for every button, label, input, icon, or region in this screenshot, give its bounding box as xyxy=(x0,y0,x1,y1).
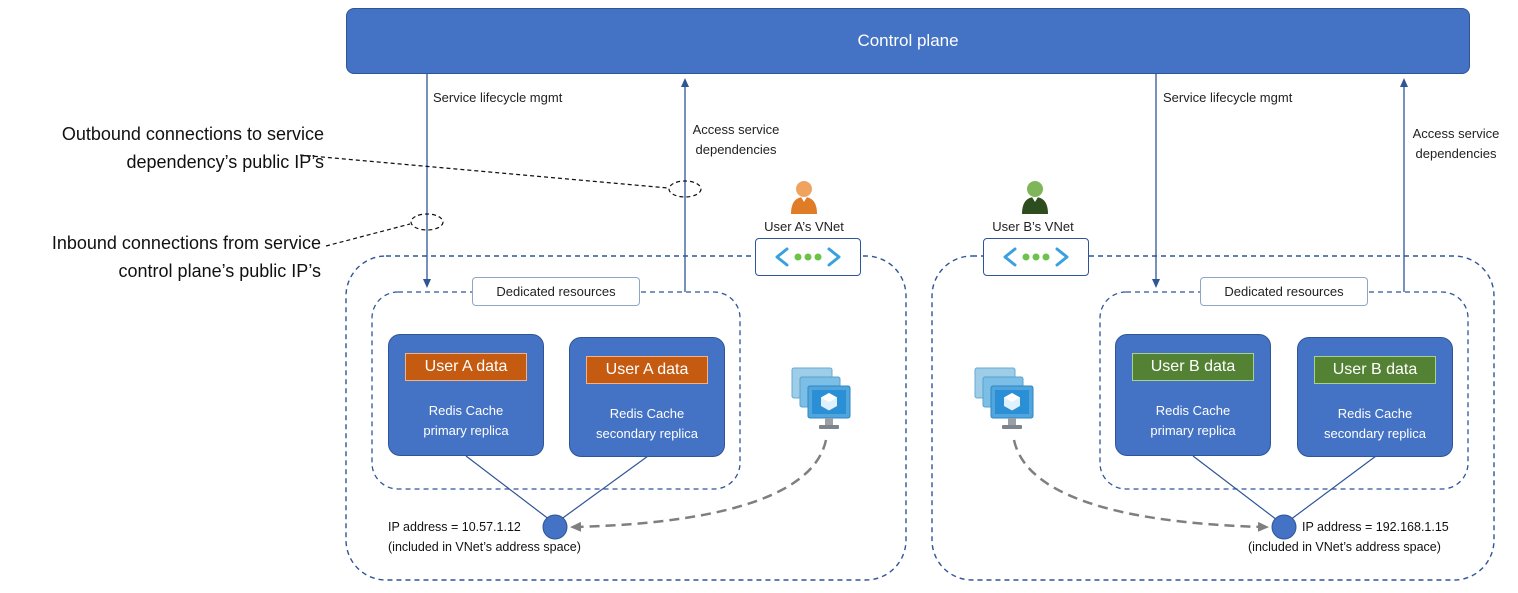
ip-address-b-line2: (included in VNet’s address space) xyxy=(1248,540,1441,554)
dependencies-label-a-line2: dependencies xyxy=(695,142,777,157)
dependencies-label-b: Access service dependencies xyxy=(1396,124,1516,164)
redis-primary-a-line1: Redis Cache xyxy=(428,403,504,418)
dedicated-resources-a-label: Dedicated resources xyxy=(472,277,640,306)
redis-secondary-replica-b: User B data Redis Cache secondary replic… xyxy=(1297,337,1453,457)
redis-secondary-b-line1: Redis Cache xyxy=(1337,406,1413,421)
user-a-data-chip: User A data xyxy=(586,356,708,384)
vnet-b-badge xyxy=(983,238,1089,276)
redis-primary-replica-b: User B data Redis Cache primary replica xyxy=(1115,334,1271,456)
redis-secondary-replica-a: User A data Redis Cache secondary replic… xyxy=(569,337,725,457)
ip-endpoint-a xyxy=(542,514,568,540)
dedicated-resources-b-label: Dedicated resources xyxy=(1200,277,1368,306)
redis-secondary-b-label: Redis Cache secondary replica xyxy=(1298,404,1452,444)
control-plane: Control plane xyxy=(346,8,1470,74)
link-b-secondary xyxy=(1289,455,1377,521)
redis-primary-a-line2: primary replica xyxy=(423,423,509,438)
dependencies-label-a: Access service dependencies xyxy=(676,120,796,160)
redis-secondary-a-label: Redis Cache secondary replica xyxy=(570,404,724,444)
redis-primary-b-line2: primary replica xyxy=(1150,423,1236,438)
vnet-a-badge xyxy=(755,238,861,276)
redis-secondary-b-line2: secondary replica xyxy=(1324,426,1426,441)
outbound-note: Outbound connections to service dependen… xyxy=(62,120,324,176)
outbound-note-line1: Outbound connections to service xyxy=(61,124,324,144)
ip-address-a-line1: IP address = 10.57.1.12 xyxy=(388,520,521,534)
dependencies-label-b-line2: dependencies xyxy=(1415,146,1497,161)
outbound-leader-line xyxy=(299,154,669,189)
redis-primary-b-label: Redis Cache primary replica xyxy=(1116,401,1270,441)
outbound-note-line2: dependency’s public IP’s xyxy=(126,152,324,172)
dependencies-label-b-line1: Access service xyxy=(1412,126,1500,141)
vnet-b-boundary xyxy=(931,255,1495,581)
inbound-ellipse xyxy=(410,213,444,231)
user-a-data-chip: User A data xyxy=(405,353,527,381)
vnet-b-title: User B’s VNet xyxy=(992,219,1074,234)
user-b-data-chip: User B data xyxy=(1132,353,1254,381)
ip-address-b-label: IP address = 192.168.1.15 (included in V… xyxy=(1248,517,1470,557)
user-green-icon xyxy=(1022,181,1048,214)
user-orange-icon xyxy=(791,181,817,214)
vm-traffic-arrow-b xyxy=(1012,439,1269,532)
redis-primary-b-line1: Redis Cache xyxy=(1155,403,1231,418)
inbound-note: Inbound connections from service control… xyxy=(52,229,321,285)
link-a-secondary xyxy=(559,455,649,521)
redis-secondary-a-line1: Redis Cache xyxy=(609,406,685,421)
redis-secondary-a-line2: secondary replica xyxy=(596,426,698,441)
inbound-note-line1: Inbound connections from service xyxy=(51,233,321,253)
outbound-ellipse xyxy=(668,180,702,198)
user-b-data-chip: User B data xyxy=(1314,356,1436,384)
lifecycle-label-a: Service lifecycle mgmt xyxy=(433,90,563,105)
vnet-a-boundary xyxy=(345,255,907,581)
vnet-connector-icon xyxy=(775,247,841,267)
vm-traffic-arrow-a xyxy=(570,439,828,532)
redis-primary-a-label: Redis Cache primary replica xyxy=(389,401,543,441)
link-b-primary xyxy=(1192,455,1278,521)
vnet-a-title: User A’s VNet xyxy=(764,219,844,234)
virtual-machines-icon-a xyxy=(791,367,851,429)
ip-endpoint-b xyxy=(1271,514,1297,540)
ip-address-a-line2: (included in VNet’s address space) xyxy=(388,540,581,554)
virtual-machines-icon-b xyxy=(974,367,1034,429)
link-a-primary xyxy=(465,455,551,521)
ip-address-a-label: IP address = 10.57.1.12 (included in VNe… xyxy=(388,517,581,557)
ip-address-b-line1: IP address = 192.168.1.15 xyxy=(1302,520,1449,534)
inbound-note-line2: control plane’s public IP’s xyxy=(118,261,321,281)
control-plane-label: Control plane xyxy=(857,31,959,50)
vnet-connector-icon xyxy=(1003,247,1069,267)
lifecycle-label-b: Service lifecycle mgmt xyxy=(1163,90,1293,105)
dependencies-label-a-line1: Access service xyxy=(692,122,780,137)
redis-primary-replica-a: User A data Redis Cache primary replica xyxy=(388,334,544,456)
inbound-leader-line xyxy=(325,223,411,247)
